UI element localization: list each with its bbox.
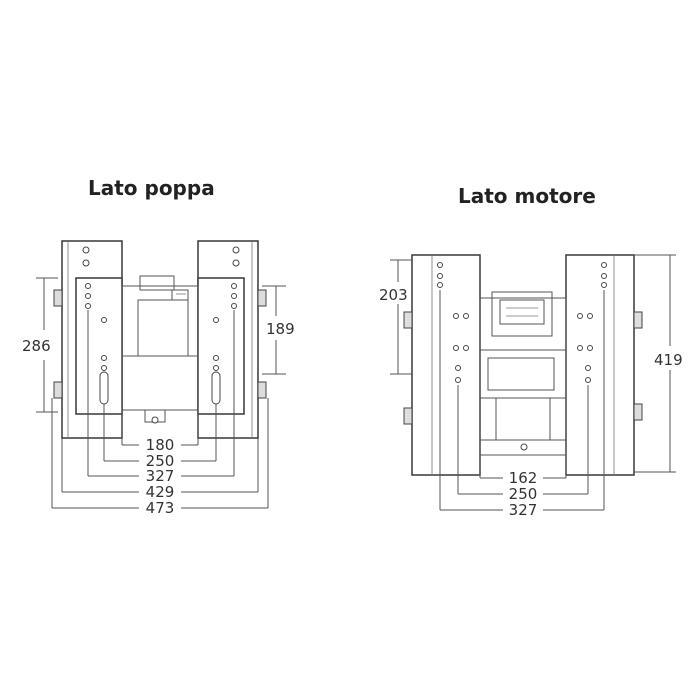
- dim-327: 327: [146, 467, 175, 485]
- dim-327: 327: [509, 501, 538, 519]
- dim-250: 250: [509, 485, 538, 503]
- slot-right: [211, 371, 221, 405]
- inner-bracket-right: [197, 277, 245, 415]
- right-plate: [565, 254, 635, 476]
- central-body: [121, 285, 199, 411]
- bolt-right-lower: [633, 403, 643, 421]
- dim-429: 429: [146, 483, 175, 501]
- bolt-right-lower: [257, 381, 267, 399]
- bolt-left-upper: [403, 311, 413, 329]
- drawing-lato-motore: 203 419 162 250 327: [379, 254, 683, 519]
- central-body: [479, 297, 567, 399]
- dim-473: 473: [146, 499, 175, 517]
- title-lato-motore: Lato motore: [458, 184, 596, 208]
- dim-286: 286: [22, 337, 51, 355]
- dim-419: 419: [654, 351, 683, 369]
- slot-left: [99, 371, 109, 405]
- dim-203: 203: [379, 286, 408, 304]
- dim-189: 189: [266, 320, 295, 338]
- drawing-lato-poppa: 286 189 180 250 327 429 473: [22, 240, 295, 517]
- dim-250: 250: [146, 452, 175, 470]
- bolt-right-upper: [257, 289, 267, 307]
- left-plate: [411, 254, 481, 476]
- dim-162: 162: [509, 469, 538, 487]
- bolt-right-upper: [633, 311, 643, 329]
- inner-bracket-left: [75, 277, 123, 415]
- bolt-left-lower: [53, 381, 63, 399]
- title-lato-poppa: Lato poppa: [88, 176, 215, 200]
- dim-180: 180: [146, 436, 175, 454]
- bolt-left-upper: [53, 289, 63, 307]
- bolt-left-lower: [403, 407, 413, 425]
